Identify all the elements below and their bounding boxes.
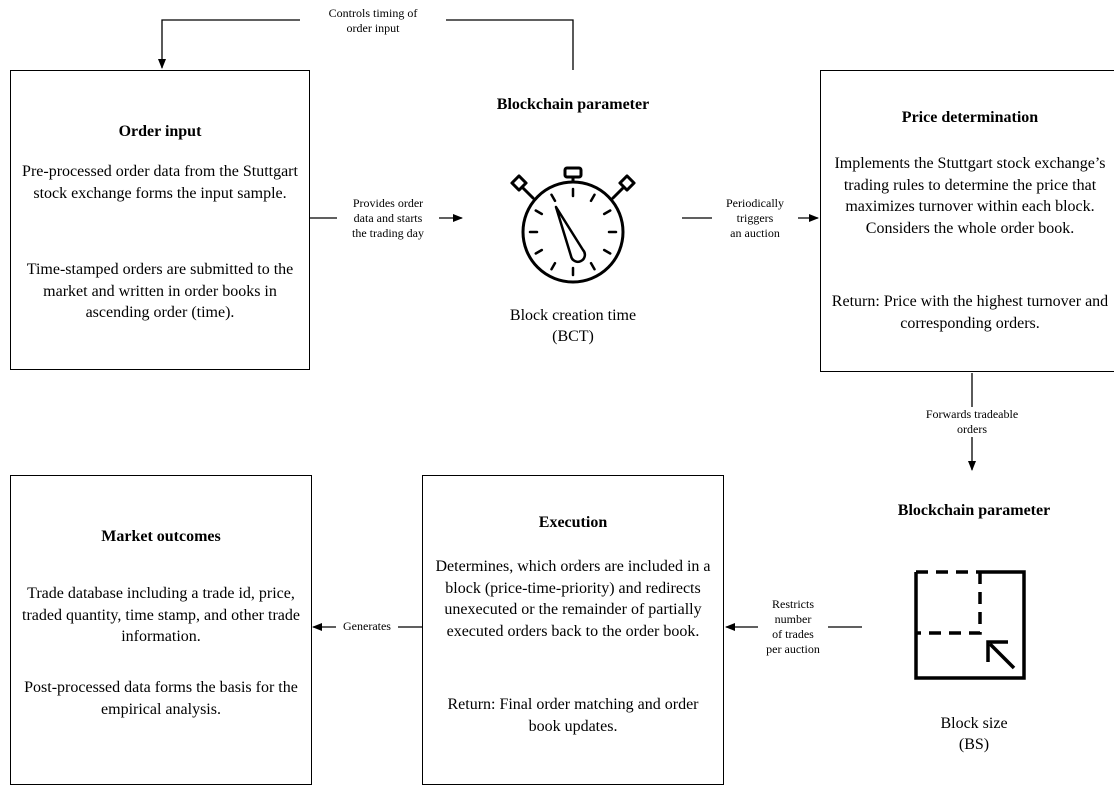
edge-label-line: orders: [957, 422, 987, 436]
edge-label-forwards-tradeable: Forwards tradeable orders: [906, 407, 1038, 437]
bs-caption: Block size (BS): [874, 713, 1074, 755]
edge-label-line: Generates: [343, 619, 391, 633]
execution-text-1: Determines, which orders are included in…: [435, 558, 711, 640]
block-size-icon: [914, 570, 1026, 680]
edge-label-line: triggers: [736, 211, 774, 225]
edge-label-generates: Generates: [336, 619, 398, 634]
stopwatch-tick: [602, 248, 612, 255]
order-input-title: Order input: [118, 123, 202, 140]
edge-label-controls-timing: Controls timing of order input: [300, 6, 446, 36]
market-outcomes-title: Market outcomes: [101, 528, 221, 545]
price-determination-box: Price determination Implements the Stutt…: [820, 70, 1114, 372]
market-outcomes-text-2: Post-processed data forms the basis for …: [24, 679, 298, 718]
market-outcomes-box: Market outcomes Trade database including…: [10, 475, 312, 785]
edge-label-line: Periodically: [726, 196, 784, 210]
edge-label-line: Forwards tradeable: [925, 407, 1019, 421]
edge-label-restricts-number: Restricts number of trades per auction: [758, 597, 828, 657]
bct-caption-line2: (BCT): [552, 328, 594, 345]
execution-text-2: Return: Final order matching and order b…: [447, 696, 699, 735]
edge-label-line: Controls timing of: [328, 6, 418, 20]
execution-box: Execution Determines, which orders are i…: [422, 475, 724, 785]
stopwatch-tick: [589, 261, 596, 271]
edge-label-line: number: [774, 612, 812, 626]
stopwatch-icon: [510, 166, 636, 284]
order-input-text-1: Pre-processed order data from the Stuttg…: [22, 163, 298, 202]
edge-label-line: per auction: [766, 642, 820, 656]
edge-label-line: order input: [346, 21, 400, 35]
edge-label-periodically-triggers: Periodically triggers an auction: [712, 196, 798, 241]
order-input-box: Order input Pre-processed order data fro…: [10, 70, 310, 370]
market-outcomes-text-1: Trade database including a trade id, pri…: [22, 585, 300, 645]
edge-label-line: Provides order: [352, 196, 424, 210]
edge-label-line: data and starts: [353, 211, 423, 225]
stopwatch-tick: [550, 193, 557, 203]
edge-label-line: an auction: [730, 226, 780, 240]
bs-caption-line2: (BS): [958, 736, 990, 753]
stopwatch-tick: [550, 261, 557, 271]
bct-caption-line1: Block creation time: [509, 307, 637, 324]
stopwatch-tick: [534, 248, 544, 255]
bct-caption: Block creation time (BCT): [473, 305, 673, 347]
execution-title: Execution: [538, 514, 608, 531]
stopwatch-tick: [534, 209, 544, 216]
price-determination-text-2: Return: Price with the highest turnover …: [831, 293, 1109, 332]
price-determination-title: Price determination: [901, 109, 1039, 126]
stopwatch-tick: [589, 193, 596, 203]
price-determination-text-1: Implements the Stuttgart stock exchange’…: [834, 155, 1106, 237]
bct-parameter-heading: Blockchain parameter: [496, 96, 650, 113]
edge-label-line: of trades: [772, 627, 814, 641]
order-input-text-2: Time-stamped orders are submitted to the…: [26, 261, 294, 321]
bs-caption-line1: Block size: [940, 715, 1008, 732]
edge-label-line: the trading day: [352, 226, 424, 240]
edge-label-line: Restricts: [772, 597, 814, 611]
bs-parameter-heading: Blockchain parameter: [897, 502, 1051, 519]
stopwatch-tick: [602, 209, 612, 216]
edge-label-provides-order-data: Provides order data and starts the tradi…: [337, 196, 439, 241]
